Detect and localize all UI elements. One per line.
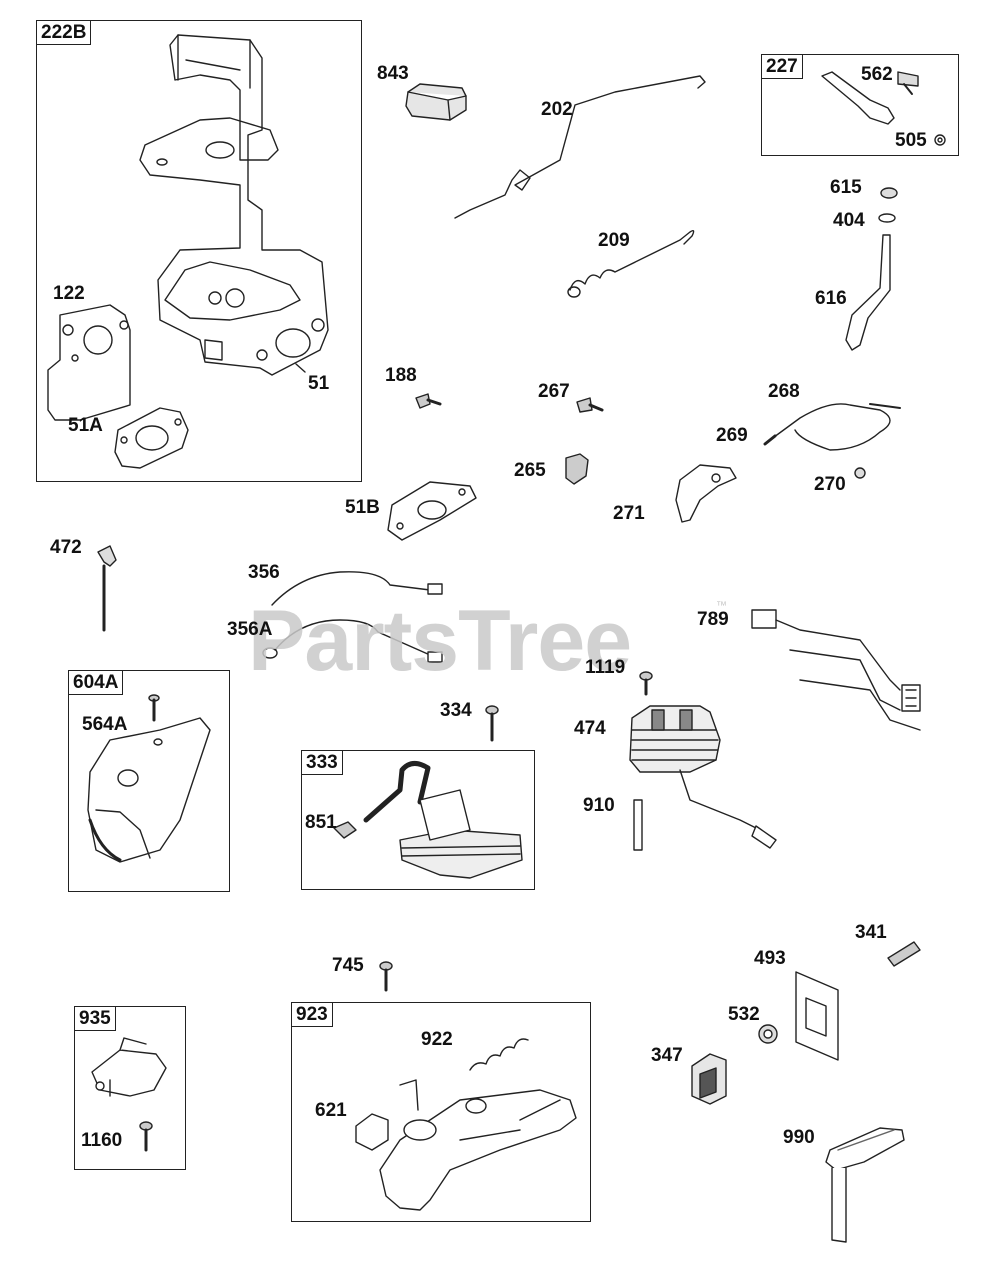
group-box-333: 333 [301, 750, 535, 890]
part-label-341[interactable]: 341 [855, 922, 887, 943]
part-532-nut [758, 1024, 778, 1044]
group-tag-227[interactable]: 227 [761, 54, 803, 79]
group-box-923: 923 [291, 1002, 591, 1222]
part-label-334[interactable]: 334 [440, 700, 472, 721]
part-label-1119[interactable]: 1119 [585, 657, 626, 678]
part-label-851[interactable]: 851 [305, 812, 337, 833]
part-label-265[interactable]: 265 [514, 460, 546, 481]
part-label-51[interactable]: 51 [308, 373, 330, 394]
part-label-472[interactable]: 472 [50, 537, 82, 558]
part-51b-gasket [387, 481, 477, 541]
gasket-51a-part [114, 407, 189, 469]
part-202-link-rod [454, 75, 706, 219]
part-935-bracket [91, 1037, 167, 1097]
part-label-910[interactable]: 910 [583, 795, 615, 816]
group-box-935: 935 [74, 1006, 186, 1170]
part-745-screw [379, 961, 393, 992]
part-472-dipstick [97, 545, 117, 632]
part-label-1160[interactable]: 1160 [81, 1130, 123, 1151]
part-789-harness [751, 609, 921, 731]
part-label-267[interactable]: 267 [538, 381, 570, 402]
group-tag-222b[interactable]: 222B [36, 20, 92, 45]
part-label-404[interactable]: 404 [833, 210, 865, 231]
part-label-51a[interactable]: 51A [68, 415, 103, 436]
part-333-coil [363, 761, 523, 879]
part-209-spring [567, 229, 695, 298]
part-label-474[interactable]: 474 [574, 718, 606, 739]
group-box-222b: 222B [36, 20, 362, 482]
part-267-screw [576, 397, 604, 413]
part-334-screw [485, 705, 499, 742]
part-label-188[interactable]: 188 [385, 365, 417, 386]
part-851-terminal [333, 821, 357, 839]
part-label-209[interactable]: 209 [598, 230, 630, 251]
part-label-990[interactable]: 990 [783, 1127, 815, 1148]
part-604a-shield [87, 717, 211, 863]
group-box-604a: 604A [68, 670, 230, 892]
watermark: PartsTree [248, 593, 632, 689]
part-356a-wire [262, 619, 443, 663]
part-474-armature [629, 705, 777, 849]
part-label-51b[interactable]: 51B [345, 497, 380, 518]
part-265-clip [565, 453, 589, 485]
group-tag-333[interactable]: 333 [301, 750, 343, 775]
group-tag-604a[interactable]: 604A [68, 670, 124, 695]
part-356-wire [271, 571, 443, 606]
part-621-lever [355, 1113, 389, 1151]
part-347-switch [691, 1053, 727, 1105]
part-910-spacer [633, 799, 643, 851]
part-564a-screw [148, 694, 160, 722]
part-923-governor-plate [379, 1079, 577, 1211]
part-label-356[interactable]: 356 [248, 562, 280, 583]
part-843-bushing [405, 83, 467, 121]
part-label-270[interactable]: 270 [814, 474, 846, 495]
group-tag-923[interactable]: 923 [291, 1002, 333, 1027]
part-label-347[interactable]: 347 [651, 1045, 683, 1066]
part-label-843[interactable]: 843 [377, 63, 409, 84]
part-label-615[interactable]: 615 [830, 177, 862, 198]
part-922-spring [469, 1038, 529, 1071]
part-616-shaft [845, 234, 891, 351]
part-493-plate [795, 971, 839, 1061]
part-404-washer [878, 213, 896, 223]
governor-bracket-part [139, 34, 329, 376]
part-227-lever [821, 71, 946, 146]
part-label-745[interactable]: 745 [332, 955, 364, 976]
gasket-plate-part [47, 304, 131, 421]
part-label-268[interactable]: 268 [768, 381, 800, 402]
group-box-227: 227 [761, 54, 959, 156]
part-label-532[interactable]: 532 [728, 1004, 760, 1025]
part-1160-screw [139, 1121, 153, 1152]
part-label-505[interactable]: 505 [895, 130, 927, 151]
part-label-269[interactable]: 269 [716, 425, 748, 446]
part-1119-screw [639, 671, 653, 696]
group-tag-935[interactable]: 935 [74, 1006, 116, 1031]
part-270-nut [854, 467, 866, 479]
part-188-screw [415, 393, 442, 409]
part-label-616[interactable]: 616 [815, 288, 847, 309]
part-label-621[interactable]: 621 [315, 1100, 347, 1121]
part-label-202[interactable]: 202 [541, 99, 573, 120]
part-271-bracket [675, 464, 737, 523]
part-label-271[interactable]: 271 [613, 503, 645, 524]
part-label-493[interactable]: 493 [754, 948, 786, 969]
part-label-922[interactable]: 922 [421, 1029, 453, 1050]
part-label-356a[interactable]: 356A [227, 619, 273, 640]
part-341-stud [887, 941, 921, 967]
part-615-nut [880, 187, 898, 199]
part-990-handle [825, 1127, 905, 1243]
part-label-564a[interactable]: 564A [82, 714, 128, 735]
part-268-cable [763, 403, 901, 451]
part-label-122[interactable]: 122 [53, 283, 85, 304]
part-label-562[interactable]: 562 [861, 64, 893, 85]
watermark-trademark: ™ [716, 600, 727, 612]
part-label-789[interactable]: 789 [697, 609, 729, 630]
